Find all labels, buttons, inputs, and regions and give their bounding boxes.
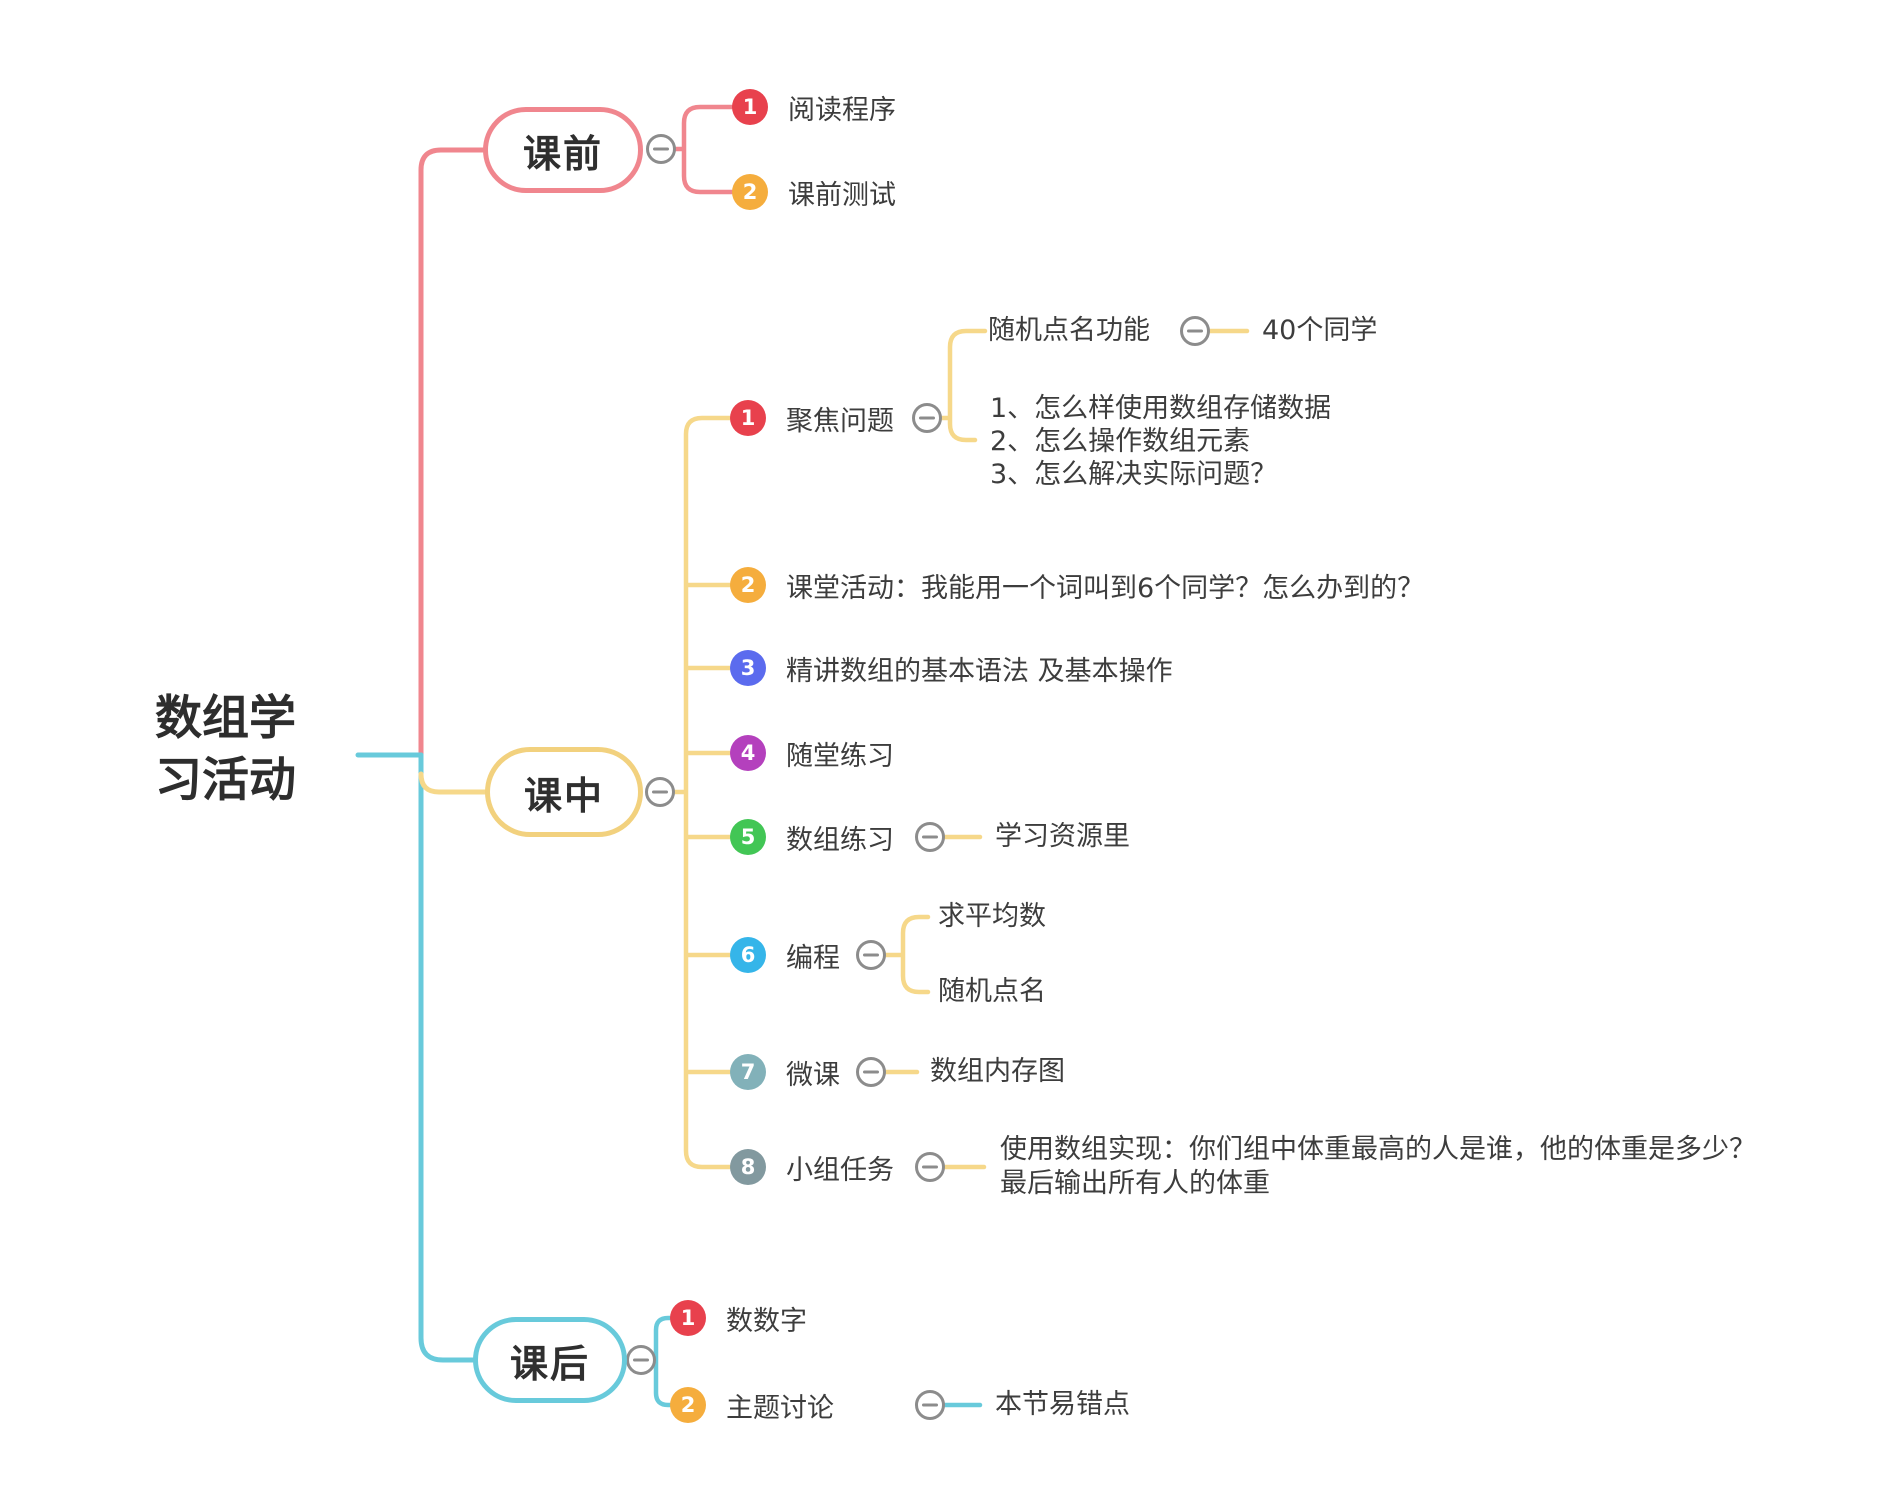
topic-coding[interactable]: 6 编程: [730, 937, 840, 974]
number-badge: 1: [732, 89, 768, 125]
number-badge: 1: [730, 400, 766, 436]
topic-micro-lesson[interactable]: 7 微课: [730, 1054, 840, 1091]
branch-in-class[interactable]: 课中: [485, 747, 643, 837]
topic-array-practice[interactable]: 5 数组练习: [730, 819, 894, 856]
topic-label: 微课: [786, 1059, 840, 1091]
number-badge: 5: [730, 819, 766, 855]
topic-group-task[interactable]: 8 小组任务: [730, 1149, 894, 1186]
topic-label: 课堂活动：我能用一个词叫到6个同学？怎么办到的？: [786, 572, 1425, 604]
number-badge: 2: [730, 567, 766, 603]
number-badge: 3: [730, 650, 766, 686]
bracket-post-class-children: [652, 1315, 673, 1408]
topic-forty-students[interactable]: 40个同学: [1262, 315, 1378, 346]
topic-label: 数数字: [726, 1305, 807, 1337]
number-badge: 1: [670, 1300, 706, 1336]
topic-label: 阅读程序: [788, 94, 896, 126]
topic-label: 聚焦问题: [786, 405, 894, 437]
topic-syntax-lecture[interactable]: 3 精讲数组的基本语法 及基本操作: [730, 650, 1173, 687]
topic-question-list[interactable]: 1、怎么样使用数组存储数据 2、怎么操作数组元素 3、怎么解决实际问题？: [990, 392, 1331, 491]
collapse-icon[interactable]: [915, 1152, 945, 1182]
collapse-icon[interactable]: [645, 777, 675, 807]
branch-line-in-class: [418, 771, 488, 795]
topic-label: 精讲数组的基本语法 及基本操作: [786, 655, 1173, 687]
topic-pre-test[interactable]: 2 课前测试: [732, 174, 896, 211]
bracket-coding-children: [881, 914, 931, 995]
task-line: 最后输出所有人的体重: [1000, 1168, 1270, 1199]
collapse-icon[interactable]: [646, 134, 676, 164]
collapse-icon[interactable]: [856, 940, 886, 970]
branch-post-class[interactable]: 课后: [473, 1317, 627, 1403]
collapse-icon[interactable]: [912, 403, 942, 433]
topic-theme-discussion[interactable]: 2 主题讨论: [670, 1387, 834, 1424]
branch-line-pre-class: [418, 147, 486, 758]
question-line: 3、怎么解决实际问题？: [990, 459, 1278, 490]
topic-label: 数组练习: [786, 824, 894, 856]
number-badge: 2: [670, 1387, 706, 1423]
topic-random-rollcall[interactable]: 随机点名: [938, 976, 1046, 1007]
number-badge: 6: [730, 937, 766, 973]
topic-in-class-exercise[interactable]: 4 随堂练习: [730, 735, 894, 772]
collapse-icon[interactable]: [1180, 316, 1210, 346]
collapse-icon[interactable]: [915, 1390, 945, 1420]
bracket-focus-children: [937, 328, 988, 443]
question-line: 1、怎么样使用数组存储数据: [990, 393, 1332, 424]
bracket-in-class-children: [670, 415, 733, 1170]
topic-task-description[interactable]: 使用数组实现：你们组中体重最高的人是谁，他的体重是多少？ 最后输出所有人的体重: [1000, 1133, 1756, 1201]
topic-label: 课前测试: [788, 179, 896, 211]
bracket-pre-class-children: [672, 104, 735, 195]
collapse-icon[interactable]: [626, 1345, 656, 1375]
collapse-icon[interactable]: [915, 822, 945, 852]
branch-line-post-class: [418, 752, 476, 1363]
number-badge: 8: [730, 1149, 766, 1185]
question-line: 2、怎么操作数组元素: [990, 426, 1251, 457]
task-line: 使用数组实现：你们组中体重最高的人是谁，他的体重是多少？: [1000, 1134, 1756, 1165]
number-badge: 4: [730, 735, 766, 771]
topic-label: 小组任务: [786, 1154, 894, 1186]
topic-focus-questions[interactable]: 1 聚焦问题: [730, 400, 894, 437]
topic-reading-program[interactable]: 1 阅读程序: [732, 89, 896, 126]
topic-label: 随堂练习: [786, 740, 894, 772]
collapse-icon[interactable]: [856, 1057, 886, 1087]
topic-array-memory-map[interactable]: 数组内存图: [930, 1056, 1065, 1087]
topic-class-activity[interactable]: 2 课堂活动：我能用一个词叫到6个同学？怎么办到的？: [730, 567, 1425, 604]
branch-pre-class[interactable]: 课前: [483, 107, 643, 193]
topic-average[interactable]: 求平均数: [938, 901, 1046, 932]
topic-count-numbers[interactable]: 1 数数字: [670, 1300, 807, 1337]
root-topic-line2: 习活动: [155, 753, 296, 808]
topic-rollcall-feature[interactable]: 随机点名功能: [988, 315, 1150, 346]
root-topic[interactable]: 数组学 习活动: [155, 688, 296, 812]
number-badge: 2: [732, 174, 768, 210]
topic-label: 主题讨论: [726, 1392, 834, 1424]
number-badge: 7: [730, 1054, 766, 1090]
topic-error-prone-points[interactable]: 本节易错点: [995, 1389, 1130, 1420]
topic-learning-resources[interactable]: 学习资源里: [995, 821, 1130, 852]
topic-label: 编程: [786, 942, 840, 974]
root-topic-line1: 数组学: [155, 691, 296, 746]
